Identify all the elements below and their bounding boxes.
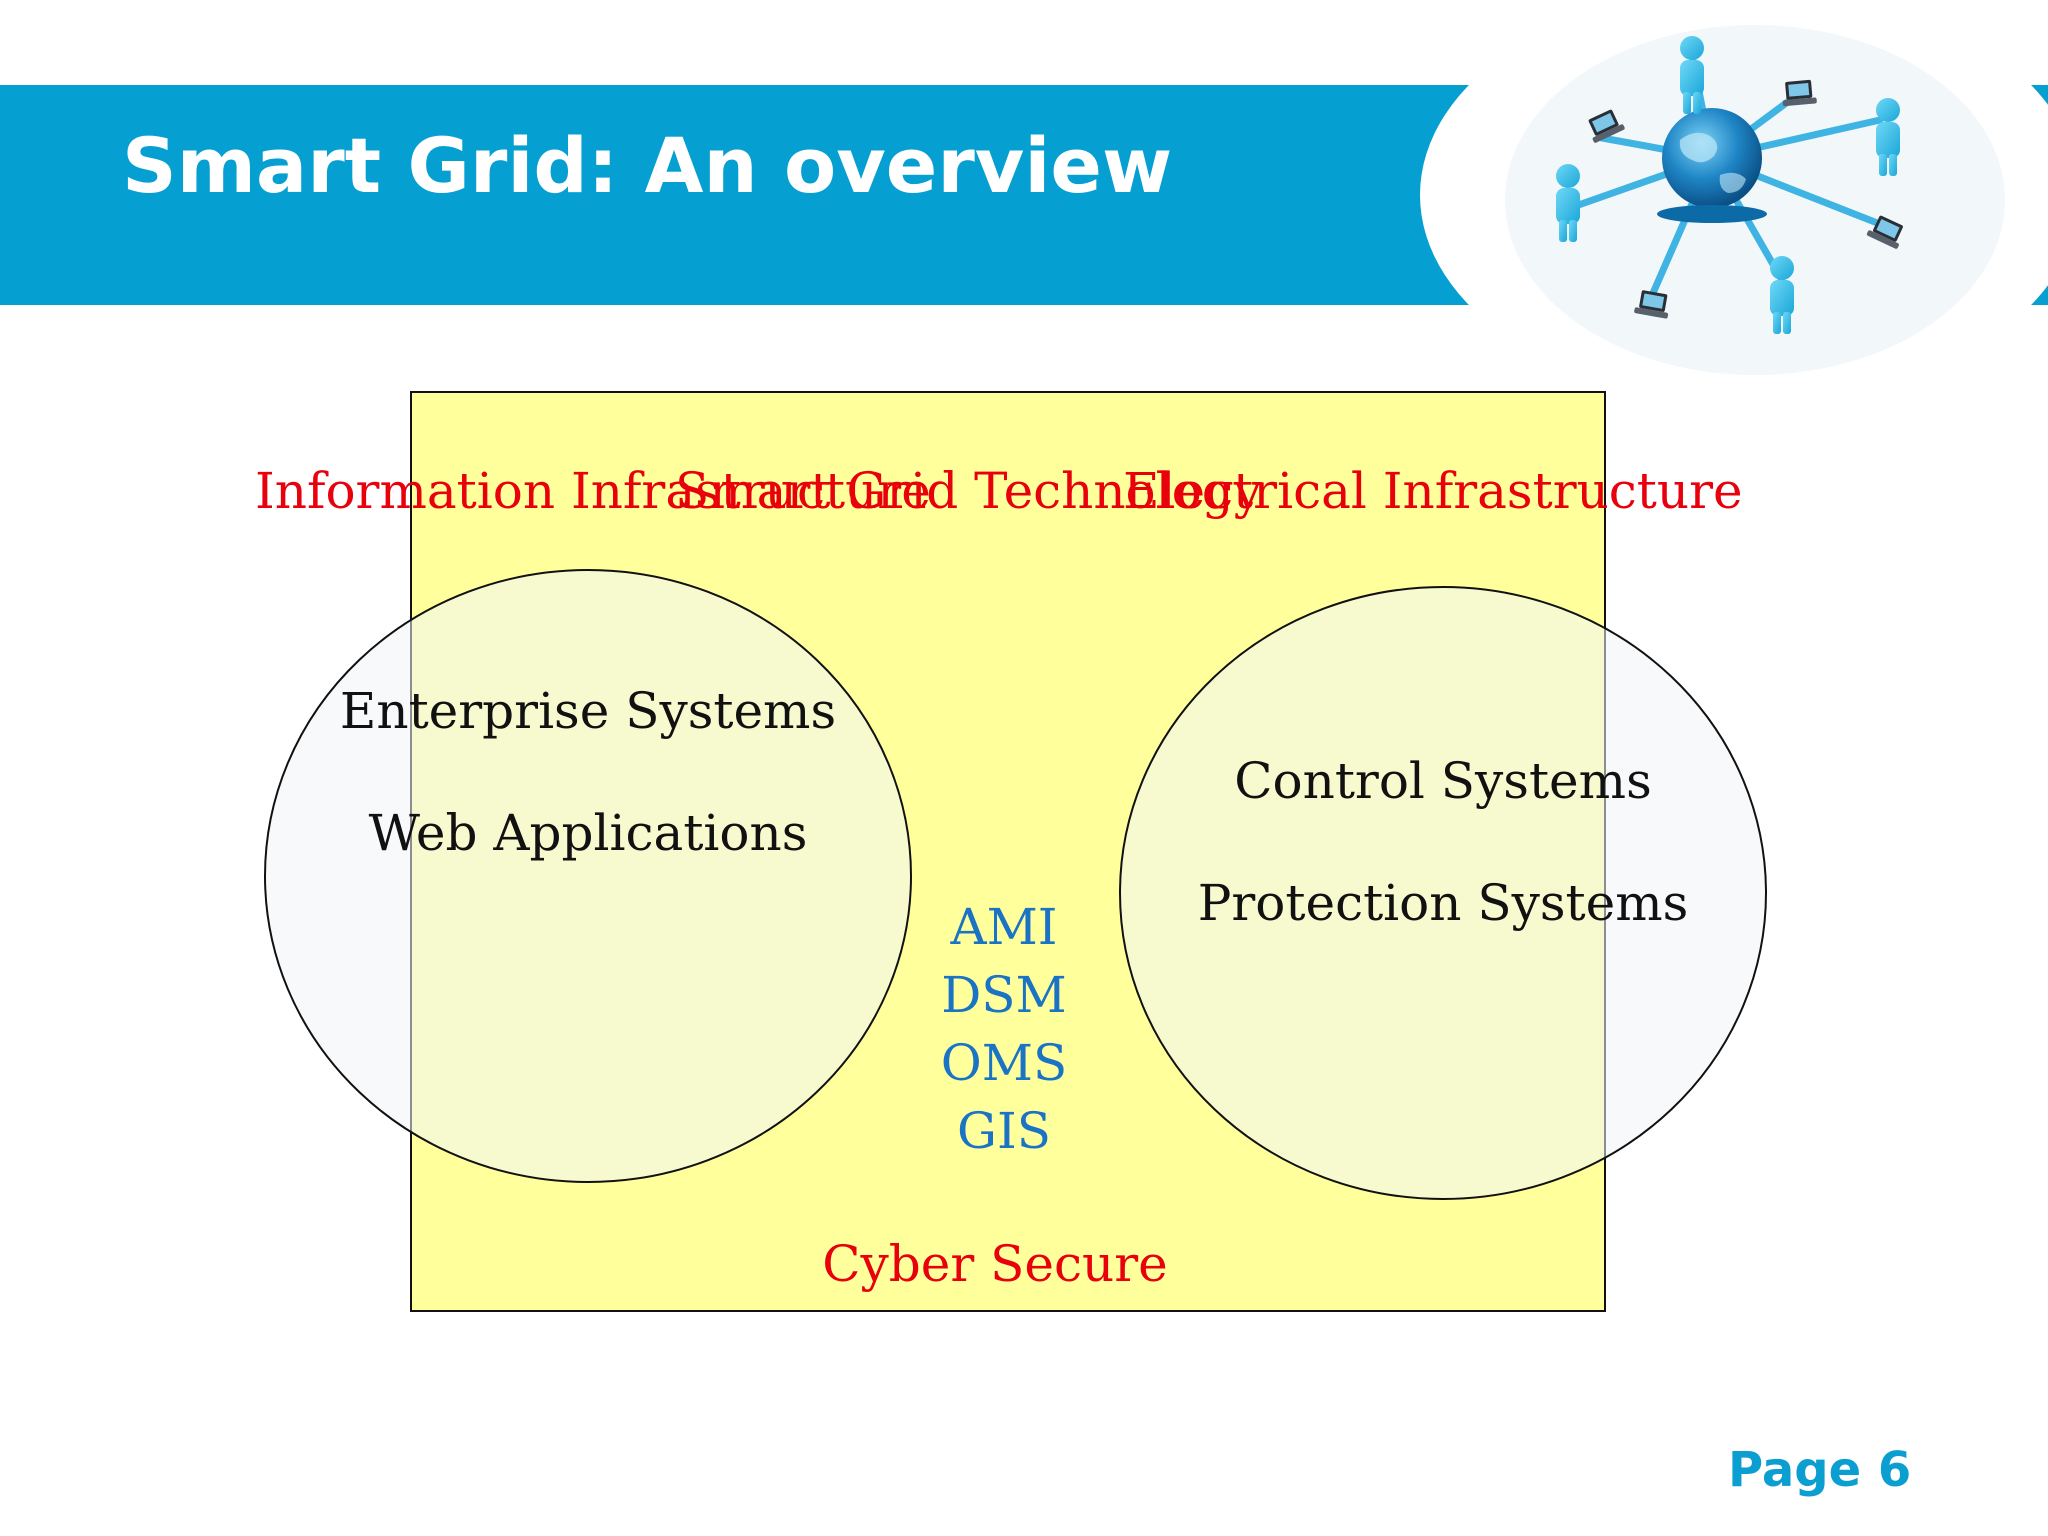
left-circle-item: Web Applications: [369, 804, 808, 862]
center-box-item: AMI: [949, 898, 1057, 956]
center-box-item: DSM: [941, 966, 1067, 1024]
electrical-infrastructure-circle: [1119, 586, 1767, 1200]
person-icon: [1680, 36, 1704, 114]
laptop-icon: [1782, 79, 1817, 107]
laptop-icon: [1866, 215, 1903, 249]
information-infrastructure-circle: [264, 569, 912, 1183]
cyber-secure-label: Cyber Secure: [822, 1235, 1167, 1293]
network-illustration: [1420, 0, 2048, 400]
center-box-item: OMS: [941, 1034, 1067, 1092]
person-icon: [1876, 98, 1900, 176]
right-circle-item: Protection Systems: [1198, 874, 1689, 932]
person-icon: [1770, 256, 1794, 334]
left-circle-item: Enterprise Systems: [340, 682, 836, 740]
slide-title: Smart Grid: An overview: [122, 121, 1173, 210]
smart-grid-technology-label: Smart Grid Technology: [675, 462, 1263, 520]
electrical-infrastructure-label: Electrical Infrastructure: [1123, 462, 1743, 520]
center-box-item: GIS: [957, 1102, 1051, 1160]
right-circle-item: Control Systems: [1234, 752, 1651, 810]
page-number: Page 6: [1728, 1442, 1912, 1498]
person-icon: [1556, 164, 1580, 242]
person-icons: [1556, 36, 1900, 334]
laptop-icons: [1588, 79, 1903, 319]
globe-icon: [1657, 108, 1767, 223]
laptop-icon: [1588, 109, 1625, 143]
information-infrastructure-label: Information Infrastructure: [255, 462, 931, 520]
laptop-icon: [1634, 290, 1669, 319]
